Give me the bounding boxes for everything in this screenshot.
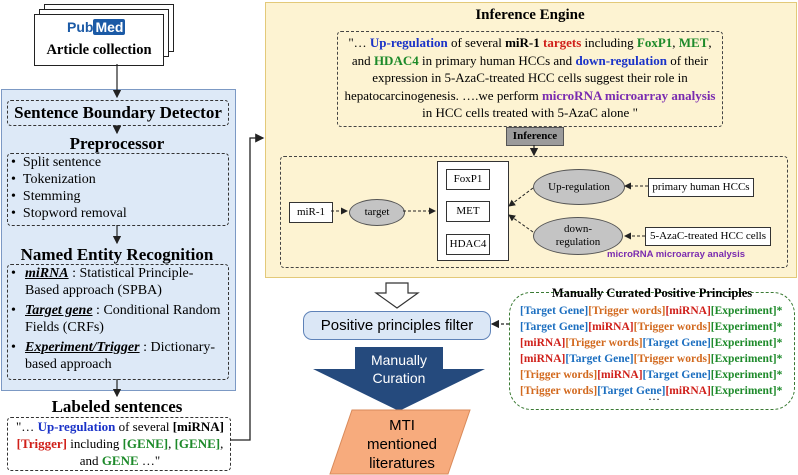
curated-principle-row: [Target Gene][Trigger words][miRNA][Expe… xyxy=(520,303,782,319)
curated-principles-list: [Target Gene][Trigger words][miRNA][Expe… xyxy=(520,303,782,399)
sentence-boundary-detector-box xyxy=(7,100,229,126)
ner-title: Named Entity Recognition xyxy=(20,245,214,264)
curated-principles-title: Manually Curated Positive Principles xyxy=(551,286,753,300)
positive-principles-filter: Positive principles filter xyxy=(303,311,491,340)
principle-token: [Target Gene] xyxy=(565,353,634,365)
ner-item-trigger: • Experiment/Trigger : Dictionary-based … xyxy=(11,340,216,372)
preprocessor-item: • Stopword removal xyxy=(11,206,127,221)
preprocessor-box xyxy=(7,153,229,226)
principle-token: * xyxy=(776,369,783,381)
preprocessor-item: • Stemming xyxy=(11,189,81,204)
principle-token: [Target Gene] xyxy=(642,337,711,349)
hollow-arrow-engine-to-filter xyxy=(374,282,420,309)
sentence-boundary-detector-title: Sentence Boundary Detector xyxy=(14,103,222,122)
principle-token: [Trigger words] xyxy=(520,369,598,381)
principle-token: [miRNA] xyxy=(520,353,566,365)
node-hdac4: HDAC4 xyxy=(446,234,490,255)
node-mir1: miR-1 xyxy=(289,202,333,223)
principle-token: [Target Gene] xyxy=(642,369,711,381)
mti-literatures: MTI mentioned literatures xyxy=(329,409,471,475)
principle-token: [Experiment] xyxy=(710,337,777,349)
principle-token: [Trigger words] xyxy=(520,385,598,397)
curated-principle-row: [Trigger words][miRNA][Target Gene][Expe… xyxy=(520,367,782,383)
principle-token: [miRNA] xyxy=(588,321,634,333)
principle-token: [miRNA] xyxy=(597,369,643,381)
article-collection-label: Article collection xyxy=(46,42,152,58)
principle-token: [Experiment] xyxy=(710,305,777,317)
principle-token: [Trigger words] xyxy=(633,353,711,365)
principle-token: [miRNA] xyxy=(665,305,711,317)
inference-quote: "… Up-regulation of several miR-1 target… xyxy=(344,35,716,120)
node-primary-hccs: primary human HCCs xyxy=(648,178,754,197)
microarray-label: microRNA microarray analysis xyxy=(607,249,745,260)
node-target: target xyxy=(349,199,405,226)
edge-up-genes xyxy=(508,187,534,207)
principle-token: [Target Gene] xyxy=(520,321,589,333)
ner-box xyxy=(7,264,229,380)
curated-principle-row: [Trigger words][Target Gene][miRNA][Expe… xyxy=(520,383,782,399)
curated-principle-row: [Target Gene][miRNA][Trigger words][Expe… xyxy=(520,319,782,335)
principle-token: * xyxy=(776,353,783,365)
preprocessor-title: Preprocessor xyxy=(69,134,165,153)
ner-item-mirna: • miRNA : Statistical Principle-Based ap… xyxy=(11,266,194,298)
curated-ellipsis: … xyxy=(648,389,660,403)
node-met: MET xyxy=(446,201,490,222)
principle-token: [Experiment] xyxy=(710,385,777,397)
principle-token: * xyxy=(776,321,783,333)
principle-token: [Target Gene] xyxy=(520,305,589,317)
principle-token: [Trigger words] xyxy=(633,321,711,333)
principle-token: [miRNA] xyxy=(665,385,711,397)
principle-token: [miRNA] xyxy=(520,337,566,349)
node-foxp1: FoxP1 xyxy=(446,169,490,190)
inference-label: Inference xyxy=(506,127,564,146)
preprocessor-item: • Tokenization xyxy=(11,172,96,187)
ner-item-target-gene: • Target gene : Conditional Random Field… xyxy=(11,303,221,335)
edge-down-genes xyxy=(508,214,534,233)
principle-token: [Trigger words] xyxy=(588,305,666,317)
inference-quote-box xyxy=(337,31,723,127)
preprocessor-item: • Split sentence xyxy=(11,155,102,170)
manual-curation-arrow: Manually Curation xyxy=(313,347,485,411)
labeled-sentence: "… Up-regulation of several [miRNA] [Tri… xyxy=(16,419,224,468)
principle-token: [Target Gene] xyxy=(597,385,666,397)
node-azac-cells: 5-AzaC-treated HCC cells xyxy=(645,227,771,246)
inference-engine-title: Inference Engine xyxy=(475,7,585,23)
principle-token: * xyxy=(776,337,783,349)
principle-token: * xyxy=(776,385,783,397)
labeled-sentences-box xyxy=(7,417,231,471)
principle-token: [Trigger words] xyxy=(565,337,643,349)
inference-graph-box xyxy=(280,156,788,268)
arrow-labeled-to-engine xyxy=(230,133,265,441)
node-up-regulation: Up-regulation xyxy=(533,169,625,205)
curated-principles-box xyxy=(509,292,795,410)
principle-token: * xyxy=(776,305,783,317)
manual-curation-label: Manually Curation xyxy=(370,352,428,386)
curated-principle-row: [miRNA][Trigger words][Target Gene][Expe… xyxy=(520,335,782,351)
mti-label: MTI mentioned literatures xyxy=(366,417,438,472)
principle-token: [Experiment] xyxy=(710,353,777,365)
principle-token: [Experiment] xyxy=(710,321,777,333)
labeled-sentences-title: Labeled sentences xyxy=(51,397,183,416)
node-down-regulation: down-regulation xyxy=(533,217,623,255)
curated-principle-row: [miRNA][Target Gene][Trigger words][Expe… xyxy=(520,351,782,367)
principle-token: [Experiment] xyxy=(710,369,777,381)
